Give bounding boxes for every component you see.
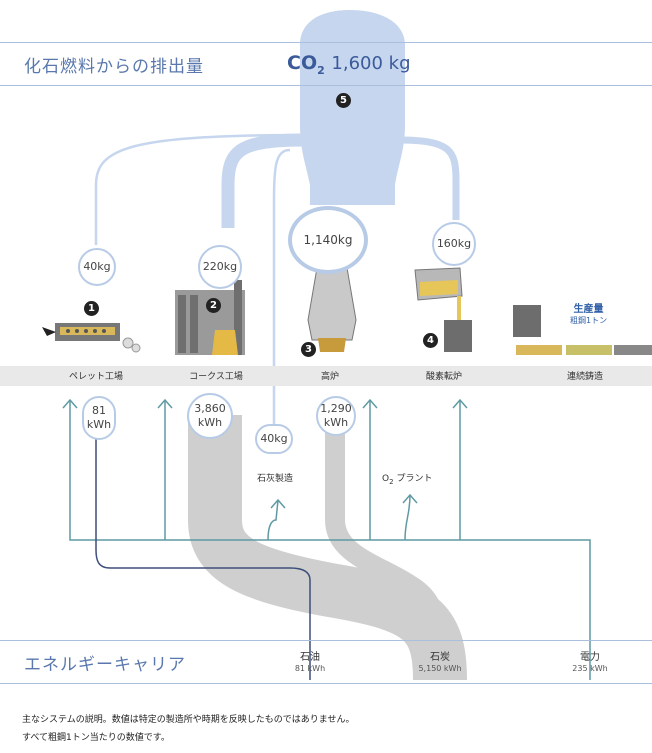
electricity-blast-unit: kWh <box>323 416 349 429</box>
carrier-electricity-name: 電力 <box>580 652 600 663</box>
co2-flow-coke <box>221 133 307 228</box>
note-line-2: すべて粗鋼1トン当たりの数値です。 <box>22 733 170 743</box>
oil-line <box>95 430 311 680</box>
stage-continuous-casting: 連続鋳造 <box>566 372 603 382</box>
co2-flow-blast <box>310 150 395 205</box>
emission-blast-furnace: 1,140kg <box>288 206 368 274</box>
electric-lines <box>69 400 591 680</box>
co2-value: 1,600 kg <box>331 53 411 74</box>
production-label: 生産量 粗鋼1トン <box>570 303 607 326</box>
stage-oxygen-furnace: 酸素転炉 <box>425 372 462 382</box>
pellet-plant-illustration <box>42 323 141 353</box>
carrier-coal-value: 5,150 kWh <box>418 663 462 673</box>
co2-cloud <box>300 10 405 185</box>
electricity-pellet-value: 81 <box>92 404 106 418</box>
carrier-oil: 石油 81 kWh <box>290 652 330 673</box>
header-top-rule <box>0 42 652 43</box>
electricity-pellet-unit: kWh <box>86 418 112 431</box>
emission-pellet: 40kg <box>78 248 116 286</box>
continuous-casting-illustration <box>513 305 652 355</box>
emission-oxygen-furnace: 160kg <box>432 222 476 266</box>
electricity-coke-unit: kWh <box>197 416 223 429</box>
electricity-coke-value: 3,860 <box>194 402 226 416</box>
electricity-blast-value: 1,290 <box>320 402 352 416</box>
production-title: 生産量 <box>573 304 604 315</box>
coke-plant-illustration <box>175 280 245 355</box>
stage-blast-furnace: 高炉 <box>320 372 339 382</box>
carrier-electricity-value: 235 kWh <box>572 663 608 673</box>
marker-coke: 2 <box>206 298 221 313</box>
stage-band <box>0 366 652 386</box>
o2-rest: プラント <box>396 474 433 484</box>
o2-plant-label: O2 プラント <box>382 471 432 486</box>
header-bottom-rule <box>0 85 652 86</box>
energy-bottom-rule <box>0 683 652 684</box>
stage-pellet: ペレット工場 <box>68 372 123 382</box>
co2-label: CO <box>287 52 318 74</box>
production-subtitle: 粗鋼1トン <box>570 316 608 325</box>
note-line-1: 主なシステムの説明。数値は特定の製造所や時期を反映したものではありません。 <box>22 715 355 725</box>
marker-oxygen-furnace: 4 <box>423 333 438 348</box>
co2-subscript: 2 <box>317 63 325 77</box>
carrier-oil-value: 81 kWh <box>294 663 326 673</box>
emissions-title: 化石燃料からの排出量 <box>24 57 204 77</box>
energy-carrier-title: エネルギーキャリア <box>24 655 186 675</box>
energy-top-rule <box>0 640 652 641</box>
oxygen-furnace-illustration <box>414 267 472 352</box>
emission-coke: 220kg <box>198 245 242 289</box>
carrier-coal-name: 石炭 <box>430 652 450 663</box>
emission-lime: 40kg <box>255 424 293 454</box>
co2-marker: 5 <box>336 93 351 108</box>
stage-coke: コークス工場 <box>189 372 243 382</box>
marker-blast-furnace: 3 <box>301 342 316 357</box>
o2-subscript: 2 <box>389 477 394 486</box>
carrier-oil-name: 石油 <box>300 652 320 663</box>
marker-pellet: 1 <box>84 301 99 316</box>
lime-production-label: 石灰製造 <box>257 474 294 484</box>
carrier-coal: 石炭 5,150 kWh <box>410 652 470 673</box>
co2-flow-oxygen <box>397 136 460 220</box>
co2-flow-pellet <box>94 133 307 245</box>
electric-arrows <box>62 398 468 509</box>
co2-total: CO2 1,600 kg <box>287 52 411 77</box>
carrier-electricity: 電力 235 kWh <box>570 652 610 673</box>
o2-prefix: O <box>382 474 390 484</box>
co2-flow-lime <box>272 148 291 428</box>
